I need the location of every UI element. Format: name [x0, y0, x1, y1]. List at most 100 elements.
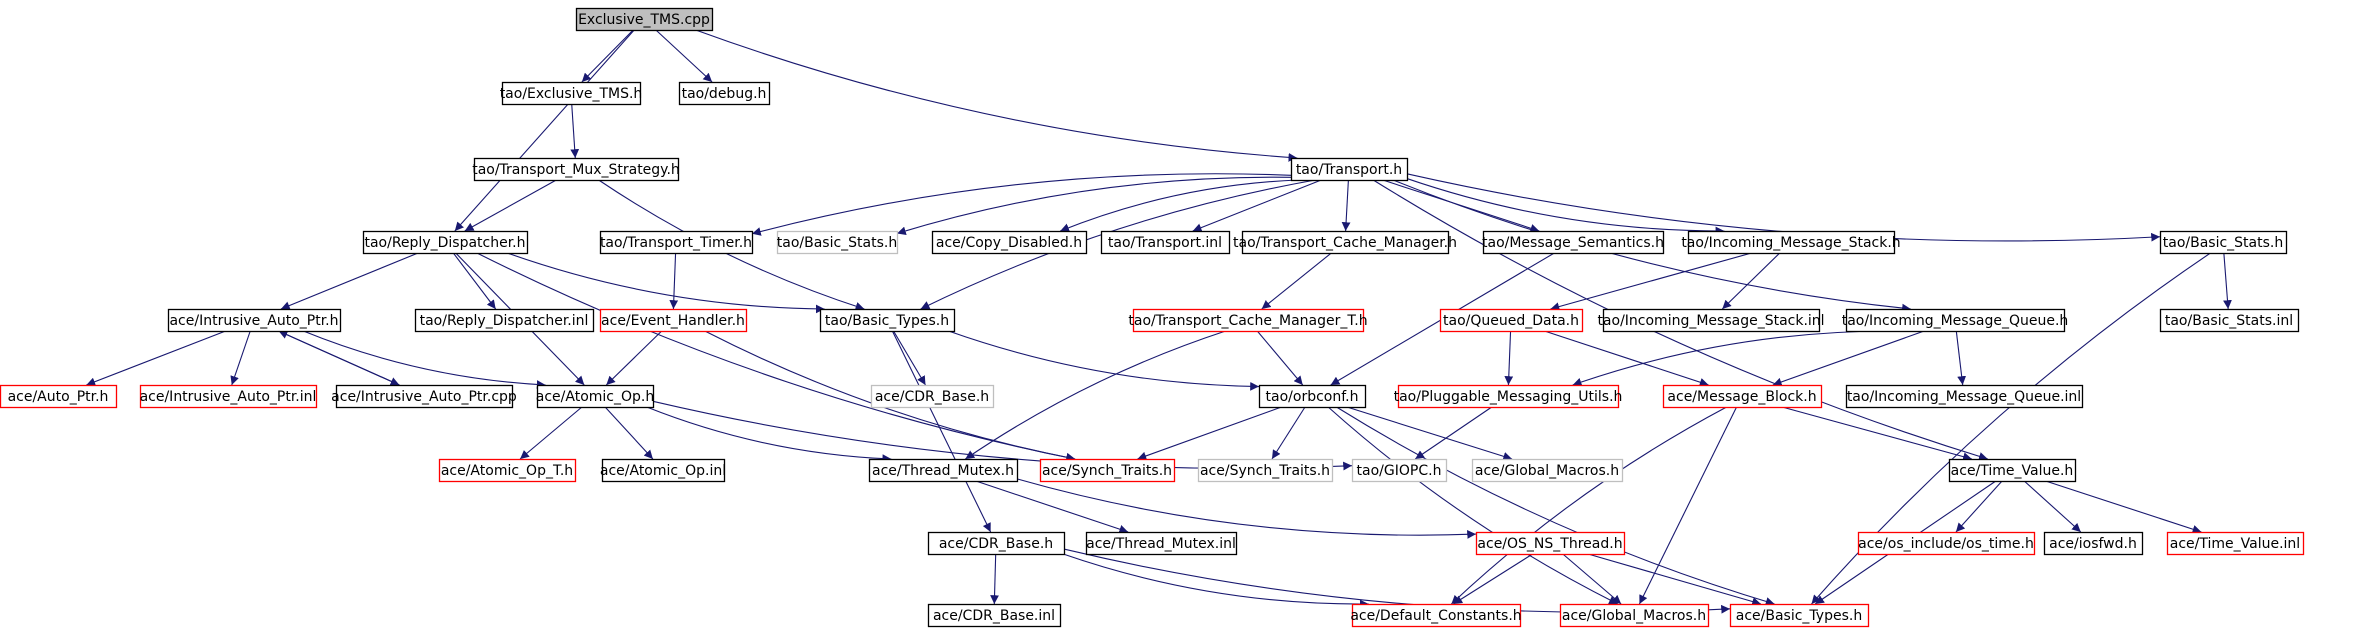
node-ace-intrusive-auto-ptr-inl[interactable]: ace/Intrusive_Auto_Ptr.inl — [140, 384, 318, 409]
edge-tao-transport-mux-strategy-h-to-tao-reply-dispatcher-h — [464, 179, 557, 232]
edge-ace-intrusive-auto-ptr-h-to-ace-atomic-op-h — [303, 330, 546, 389]
node-label: ace/CDR_Base.h — [939, 536, 1053, 552]
node-label: tao/GIOPC.h — [1357, 463, 1442, 479]
node-ace-synch-traits-h-red[interactable]: ace/Synch_Traits.h — [1039, 458, 1176, 483]
node-label: tao/Reply_Dispatcher.h — [364, 235, 525, 251]
node-tao-basic-stats-inl[interactable]: tao/Basic_Stats.inl — [2159, 308, 2300, 333]
node-label: ace/Synch_Traits.h — [1042, 463, 1172, 479]
node-ace-cdr-base-h[interactable]: ace/CDR_Base.h — [927, 531, 1066, 556]
node-ace-iosfwd-h[interactable]: ace/iosfwd.h — [2043, 531, 2144, 556]
node-tao-giopc-h[interactable]: tao/GIOPC.h — [1351, 458, 1448, 483]
edge-ace-event-handler-h-to-ace-atomic-op-h — [605, 330, 663, 386]
node-ace-global-macros-h-gray[interactable]: ace/Global_Macros.h — [1471, 458, 1624, 483]
node-ace-atomic-op-h[interactable]: ace/Atomic_Op.h — [536, 384, 655, 409]
node-ace-os-include-os-time-h[interactable]: ace/os_include/os_time.h — [1857, 531, 2036, 556]
node-ace-global-macros-h[interactable]: ace/Global_Macros.h — [1559, 603, 1710, 628]
node-ace-default-constants-h[interactable]: ace/Default_Constants.h — [1350, 603, 1522, 628]
node-box — [1729, 603, 1870, 628]
node-tao-exclusive-tms-h[interactable]: tao/Exclusive_TMS.h — [500, 81, 643, 106]
node-tao-transport-cache-manager-h[interactable]: tao/Transport_Cache_Manager.h — [1233, 230, 1457, 255]
node-ace-cdr-base-h-gray[interactable]: ace/CDR_Base.h — [870, 384, 995, 409]
node-box — [678, 81, 771, 106]
edge-ace-os-ns-thread-h-to-ace-basic-types-h — [1587, 553, 1762, 606]
node-ace-time-value-inl[interactable]: ace/Time_Value.inl — [2166, 531, 2305, 556]
node-label: tao/Basic_Stats.inl — [2165, 313, 2293, 329]
node-label: ace/Event_Handler.h — [601, 313, 745, 329]
edge-tao-incoming-message-stack-h-to-tao-queued-data-h — [1550, 252, 1752, 311]
node-exclusive-tms-cpp[interactable]: Exclusive_TMS.cpp — [575, 7, 714, 32]
node-ace-thread-mutex-inl[interactable]: ace/Thread_Mutex.inl — [1085, 531, 1238, 556]
node-tao-basic-types-h[interactable]: tao/Basic_Types.h — [819, 308, 956, 333]
node-tao-transport-timer-h[interactable]: tao/Transport_Timer.h — [599, 230, 754, 255]
node-label: tao/Queued_Data.h — [1443, 313, 1579, 329]
edge-tao-transport-h-to-tao-incoming-message-queue-h — [1392, 179, 1911, 313]
node-label: ace/CDR_Base.inl — [933, 608, 1055, 624]
node-box — [1351, 458, 1448, 483]
edge-ace-atomic-op-h-to-ace-atomic-op-inl — [604, 406, 654, 460]
node-tao-incoming-message-queue-h[interactable]: tao/Incoming_Message_Queue.h — [1842, 308, 2069, 333]
node-ace-os-ns-thread-h[interactable]: ace/OS_NS_Thread.h — [1475, 531, 1626, 556]
node-ace-thread-mutex-h[interactable]: ace/Thread_Mutex.h — [868, 458, 1019, 483]
node-box — [1100, 230, 1231, 255]
node-tao-basic-stats-h-gray[interactable]: tao/Basic_Stats.h — [777, 230, 899, 255]
node-tao-transport-mux-strategy-h[interactable]: tao/Transport_Mux_Strategy.h — [472, 157, 680, 182]
node-box — [2166, 531, 2305, 556]
node-tao-orbconf-h[interactable]: tao/orbconf.h — [1258, 384, 1367, 409]
edge-tao-queued-data-h-to-ace-message-block-h — [1544, 330, 1709, 387]
node-tao-message-semantics-h[interactable]: tao/Message_Semantics.h — [1482, 230, 1665, 255]
edge-tao-incoming-message-stack-h-to-tao-incoming-message-stack-inl — [1721, 252, 1781, 310]
node-box — [536, 384, 655, 409]
node-ace-time-value-h[interactable]: ace/Time_Value.h — [1948, 458, 2077, 483]
node-ace-cdr-base-inl[interactable]: ace/CDR_Base.inl — [927, 603, 1062, 628]
node-tao-transport-cache-manager-t-h[interactable]: tao/Transport_Cache_Manager_T.h — [1128, 308, 1368, 333]
node-tao-reply-dispatcher-inl[interactable]: tao/Reply_Dispatcher.inl — [414, 308, 595, 333]
node-label: tao/Reply_Dispatcher.inl — [420, 313, 589, 329]
node-box — [1439, 308, 1584, 333]
node-tao-debug-h[interactable]: tao/debug.h — [678, 81, 771, 106]
node-tao-incoming-message-stack-inl[interactable]: tao/Incoming_Message_Stack.inl — [1597, 308, 1825, 333]
node-box — [1197, 458, 1334, 483]
edge-tao-transport-h-to-tao-incoming-message-stack-h — [1406, 178, 1725, 236]
node-ace-synch-traits-h-gray[interactable]: ace/Synch_Traits.h — [1197, 458, 1334, 483]
edge-ace-os-ns-thread-h-to-ace-default-constants-h — [1453, 553, 1533, 605]
edge-tao-orbconf-h-to-ace-basic-types-h — [1336, 406, 1775, 606]
node-ace-atomic-op-t-h[interactable]: ace/Atomic_Op_T.h — [438, 458, 577, 483]
node-ace-auto-ptr-h[interactable]: ace/Auto_Ptr.h — [0, 384, 118, 409]
node-box — [2159, 230, 2288, 255]
node-box — [1397, 384, 1620, 409]
node-label: ace/Copy_Disabled.h — [936, 235, 1082, 251]
node-box — [473, 157, 680, 182]
edge-ace-cdr-base-h-to-ace-basic-types-h — [1063, 548, 1731, 614]
edge-ace-message-block-h-to-ace-default-constants-h — [1450, 406, 1727, 605]
node-label: Exclusive_TMS.cpp — [578, 12, 710, 28]
node-label: ace/Intrusive_Auto_Ptr.h — [169, 313, 338, 329]
node-box — [1948, 458, 2077, 483]
node-box — [599, 230, 754, 255]
edge-tao-transport-cache-manager-t-h-to-ace-thread-mutex-h — [965, 330, 1226, 460]
node-tao-queued-data-h[interactable]: tao/Queued_Data.h — [1439, 308, 1584, 333]
node-ace-intrusive-auto-ptr-cpp[interactable]: ace/Intrusive_Auto_Ptr.cpp — [331, 384, 517, 409]
node-tao-transport-inl[interactable]: tao/Transport.inl — [1100, 230, 1231, 255]
node-ace-event-handler-h[interactable]: ace/Event_Handler.h — [599, 308, 748, 333]
node-label: tao/orbconf.h — [1266, 389, 1359, 405]
node-box — [1241, 230, 1450, 255]
node-ace-atomic-op-inl[interactable]: ace/Atomic_Op.inl — [600, 458, 726, 483]
node-box — [575, 7, 714, 32]
node-ace-intrusive-auto-ptr-h[interactable]: ace/Intrusive_Auto_Ptr.h — [167, 308, 342, 333]
node-tao-basic-stats-h[interactable]: tao/Basic_Stats.h — [2159, 230, 2288, 255]
edge-ace-time-value-h-to-ace-time-value-inl — [2045, 480, 2202, 534]
node-ace-basic-types-h[interactable]: ace/Basic_Types.h — [1729, 603, 1870, 628]
edge-tao-transport-cache-manager-h-to-tao-transport-cache-manager-t-h — [1261, 252, 1332, 310]
edge-tao-orbconf-h-to-ace-global-macros-h-gray — [1346, 406, 1513, 461]
node-box — [1559, 603, 1710, 628]
node-tao-copy-disabled-h[interactable]: ace/Copy_Disabled.h — [931, 230, 1088, 255]
node-box — [601, 458, 726, 483]
node-tao-incoming-message-queue-inl[interactable]: tao/Incoming_Message_Queue.inl — [1845, 384, 2084, 409]
node-tao-pluggable-messaging-utils-h[interactable]: tao/Pluggable_Messaging_Utils.h — [1394, 384, 1623, 409]
edge-tao-transport-h-to-tao-transport-timer-h — [751, 173, 1292, 236]
node-ace-message-block-h[interactable]: ace/Message_Block.h — [1662, 384, 1823, 409]
node-label: ace/Message_Block.h — [1667, 389, 1816, 405]
node-tao-transport-h[interactable]: tao/Transport.h — [1290, 157, 1409, 182]
node-tao-reply-dispatcher-h[interactable]: tao/Reply_Dispatcher.h — [362, 230, 529, 255]
node-tao-incoming-message-stack-h[interactable]: tao/Incoming_Message_Stack.h — [1681, 230, 1901, 255]
